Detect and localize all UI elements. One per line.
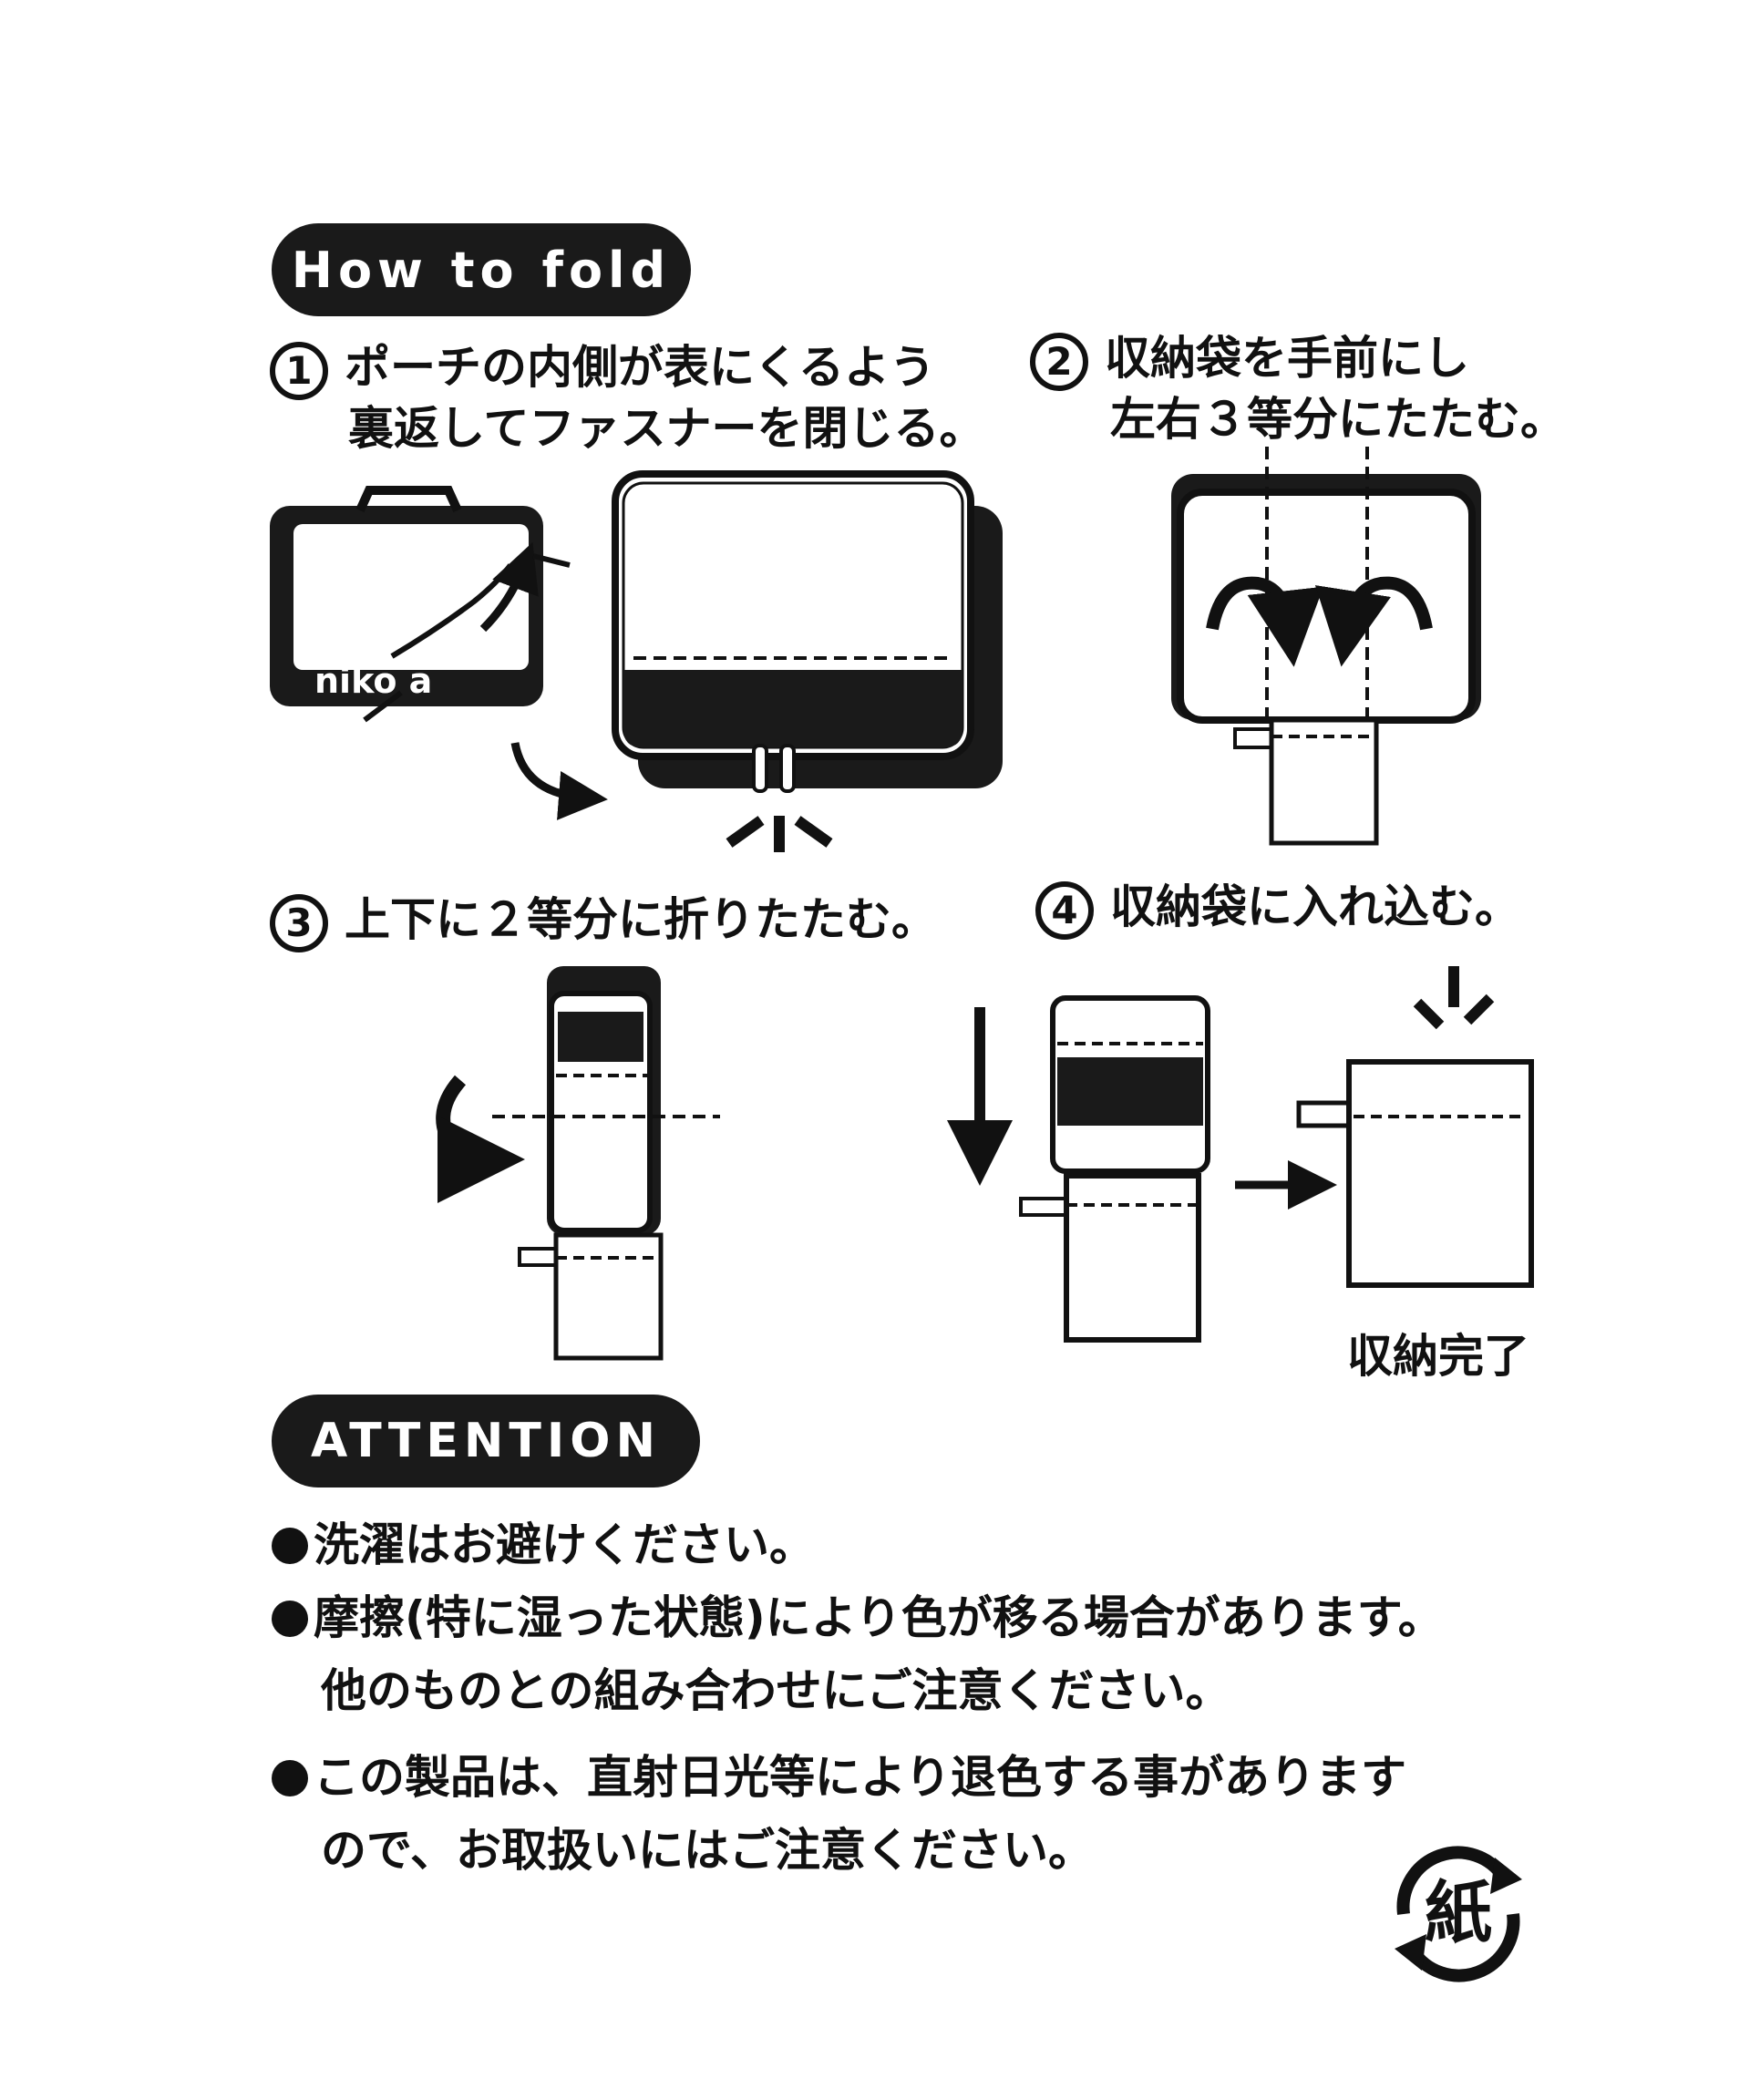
attention-item-3-line1: この製品は、直射日光等により退色する事があります bbox=[314, 1751, 1406, 1804]
step-2-line1: 収納袋を手前にし bbox=[1105, 332, 1469, 385]
bullet-icon bbox=[272, 1760, 308, 1796]
complete-label: 収納完了 bbox=[1347, 1330, 1529, 1383]
recycle-mark-text: 紙 bbox=[1425, 1874, 1492, 1952]
half-fold-illustration bbox=[436, 966, 720, 1361]
attention-item-2-cont: 他のものとの組み合わせにご注意ください。 bbox=[321, 1659, 1231, 1723]
step-2-line2: 左右３等分にたたむ。 bbox=[1110, 393, 1566, 446]
attention-item-2: 摩擦(特に湿った状態)により色が移る場合があります。 bbox=[272, 1586, 1444, 1650]
paper-recycle-icon: 紙 bbox=[1395, 1846, 1522, 1982]
step-2-line2-row: 左右３等分にたたむ。 bbox=[1110, 387, 1566, 451]
step-2-number: 2 bbox=[1030, 332, 1088, 391]
step-1-number: 1 bbox=[270, 341, 328, 400]
insert-illustration: 収納完了 bbox=[947, 966, 1534, 1383]
attention-item-1: 洗濯はお避けください。 bbox=[272, 1513, 815, 1577]
step-1-line2-row: 裏返してファスナーを閉じる。 bbox=[348, 396, 985, 460]
attention-item-2-line1: 摩擦(特に湿った状態)により色が移る場合があります。 bbox=[314, 1591, 1444, 1644]
step-1: 1 ポーチの内側が表にくるよう bbox=[270, 335, 935, 400]
bullet-icon bbox=[272, 1601, 308, 1637]
step-4-line1: 収納袋に入れ込む。 bbox=[1110, 880, 1520, 933]
three-fold-illustration bbox=[1171, 447, 1481, 846]
step-4-number: 4 bbox=[1035, 880, 1094, 940]
folding-illustrations: niko a bbox=[270, 447, 1534, 1383]
step-3: 3 上下に２等分に折りたたむ。 bbox=[270, 888, 937, 952]
step-1-curve-arrow bbox=[510, 742, 608, 820]
brand-text: niko a bbox=[314, 661, 432, 701]
attention-item-3-cont: ので、お取扱いにはご注意ください。 bbox=[321, 1818, 1094, 1882]
step-1-line1: ポーチの内側が表にくるよう bbox=[345, 341, 935, 394]
step-3-line1: 上下に２等分に折りたたむ。 bbox=[345, 893, 937, 946]
step-3-number: 3 bbox=[270, 893, 328, 952]
attention-item-1-line1: 洗濯はお避けください。 bbox=[314, 1518, 815, 1571]
bullet-icon bbox=[272, 1528, 308, 1564]
how-to-fold-header: How to fold bbox=[272, 223, 691, 316]
attention-item-2-line2: 他のものとの組み合わせにご注意ください。 bbox=[321, 1664, 1231, 1717]
closed-pouch-illustration bbox=[612, 470, 1003, 852]
attention-item-3-line2: ので、お取扱いにはご注意ください。 bbox=[321, 1824, 1094, 1877]
step-4: 4 収納袋に入れ込む。 bbox=[1035, 875, 1520, 940]
attention-header: ATTENTION bbox=[272, 1395, 700, 1488]
open-pouch-illustration: niko a bbox=[270, 486, 571, 723]
step-1-line2: 裏返してファスナーを閉じる。 bbox=[348, 402, 985, 455]
attention-item-3: この製品は、直射日光等により退色する事があります bbox=[272, 1745, 1406, 1809]
step-2: 2 収納袋を手前にし bbox=[1030, 326, 1469, 391]
